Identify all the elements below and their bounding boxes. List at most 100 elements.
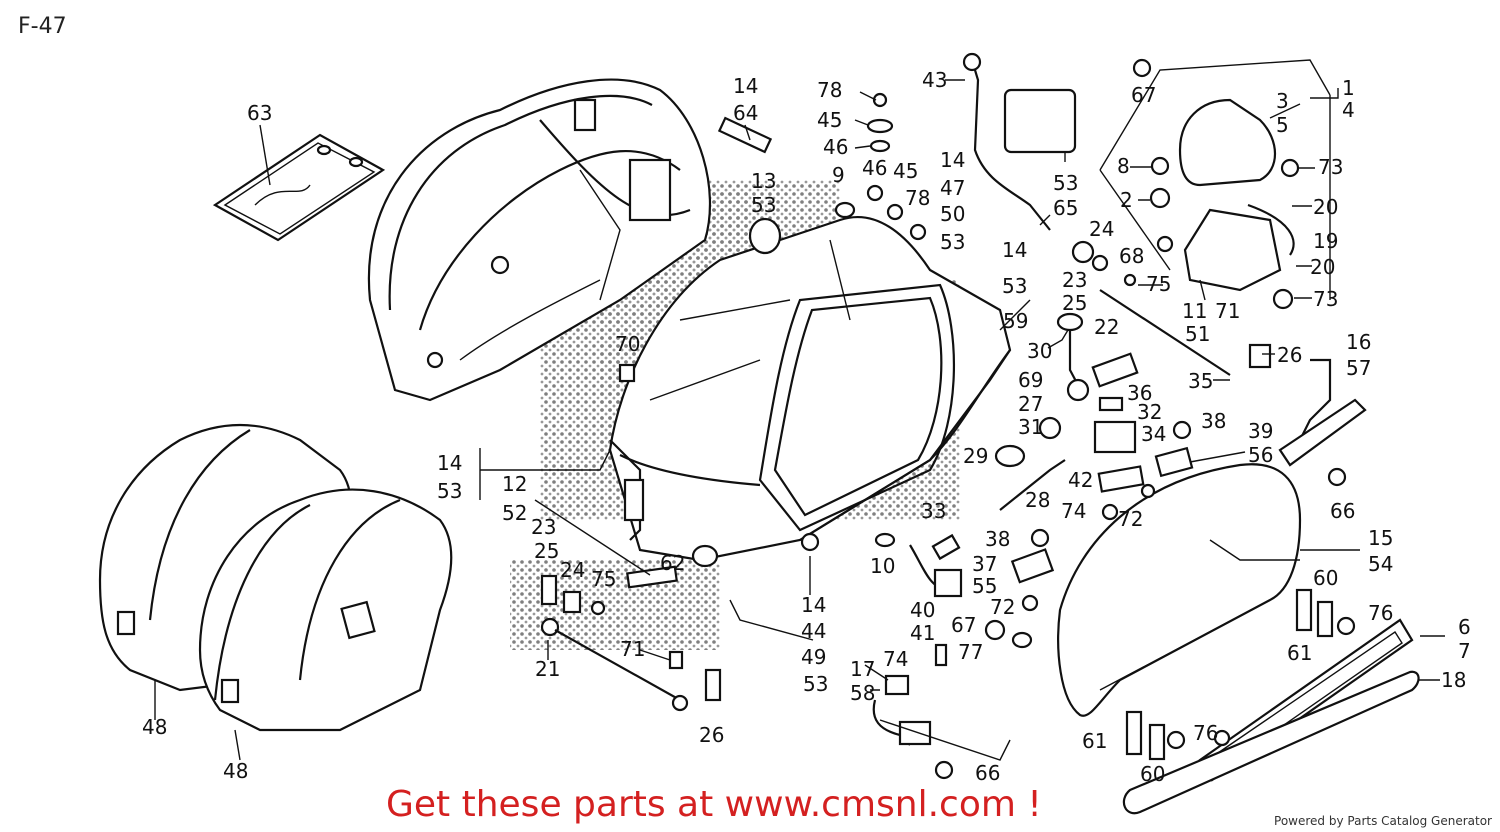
callout-53b: 53: [940, 230, 965, 254]
callout-74b: 74: [883, 647, 908, 671]
callout-26: 26: [1277, 343, 1302, 367]
callout-53c: 53: [1053, 171, 1078, 195]
callout-52: 52: [502, 501, 527, 525]
callout-72: 72: [1118, 507, 1143, 531]
callout-14b: 14: [940, 148, 965, 172]
callout-67: 67: [1131, 83, 1156, 107]
callout-55: 55: [972, 574, 997, 598]
callout-16: 16: [1346, 330, 1371, 354]
callout-33: 33: [921, 499, 946, 523]
callout-22: 22: [1094, 315, 1119, 339]
callout-72b: 72: [990, 595, 1015, 619]
callout-6: 6: [1458, 615, 1471, 639]
callout-76b: 76: [1193, 721, 1218, 745]
callout-25: 25: [1062, 291, 1087, 315]
part-tail-light: [1099, 59, 1331, 300]
callout-64: 64: [733, 101, 758, 125]
callout-11: 11: [1182, 299, 1207, 323]
callout-13: 13: [751, 169, 776, 193]
callout-48b: 48: [223, 759, 248, 783]
callout-47: 47: [940, 176, 965, 200]
callout-46b: 46: [862, 156, 887, 180]
callout-75b: 75: [591, 567, 616, 591]
callout-12: 12: [502, 472, 527, 496]
callout-35: 35: [1188, 369, 1213, 393]
callout-10: 10: [870, 554, 895, 578]
callout-25b: 25: [534, 539, 559, 563]
callout-74: 74: [1061, 499, 1086, 523]
callout-67b: 67: [951, 613, 976, 637]
callout-9: 9: [832, 163, 845, 187]
callout-78b: 78: [905, 186, 930, 210]
leader-lines: [154, 79, 1445, 761]
callout-70: 70: [615, 332, 640, 356]
callout-38: 38: [1201, 409, 1226, 433]
callout-65: 65: [1053, 196, 1078, 220]
callout-14e: 14: [801, 593, 826, 617]
callout-75: 75: [1146, 272, 1171, 296]
callout-61: 61: [1287, 641, 1312, 665]
callout-39: 39: [1248, 419, 1273, 443]
callout-8: 8: [1117, 154, 1130, 178]
callout-17: 17: [850, 657, 875, 681]
callout-48: 48: [142, 715, 167, 739]
callout-1: 1: [1342, 76, 1355, 100]
callout-45: 45: [817, 108, 842, 132]
callout-60: 60: [1313, 566, 1338, 590]
callout-43: 43: [922, 68, 947, 92]
part-pouch: [212, 133, 386, 242]
callout-23b: 23: [531, 515, 556, 539]
callout-24b: 24: [560, 558, 585, 582]
part-trunk-lid: [367, 78, 712, 402]
callout-38b: 38: [985, 527, 1010, 551]
part-saddle-bags: [98, 423, 453, 732]
callout-63: 63: [247, 101, 272, 125]
callout-57: 57: [1346, 356, 1371, 380]
callout-20b: 20: [1310, 255, 1335, 279]
callout-26b: 26: [699, 723, 724, 747]
callout-5: 5: [1276, 113, 1289, 137]
part-trunk-body: [608, 215, 1012, 562]
callout-14d: 14: [437, 451, 462, 475]
callout-59: 59: [1003, 309, 1028, 333]
callout-73: 73: [1318, 155, 1343, 179]
callout-18: 18: [1441, 668, 1466, 692]
callout-46: 46: [823, 135, 848, 159]
part-reflector: [1122, 618, 1420, 815]
callout-30: 30: [1027, 339, 1052, 363]
callout-66b: 66: [975, 761, 1000, 785]
callout-56: 56: [1248, 443, 1273, 467]
callout-71b: 71: [620, 637, 645, 661]
credit-text: Powered by Parts Catalog Generator: [1274, 814, 1492, 828]
callout-20: 20: [1313, 195, 1338, 219]
callout-76: 76: [1368, 601, 1393, 625]
callout-77: 77: [958, 640, 983, 664]
callout-14: 14: [733, 74, 758, 98]
callout-71: 71: [1215, 299, 1240, 323]
callout-23: 23: [1062, 268, 1087, 292]
callout-50: 50: [940, 202, 965, 226]
callout-61b: 61: [1082, 729, 1107, 753]
callout-34: 34: [1141, 422, 1166, 446]
cta-link[interactable]: Get these parts at www.cmsnl.com !: [386, 784, 1042, 825]
callout-15: 15: [1368, 526, 1393, 550]
callout-73b: 73: [1313, 287, 1338, 311]
callout-37: 37: [972, 552, 997, 576]
diagram-code: F-47: [18, 14, 67, 39]
callout-40: 40: [910, 598, 935, 622]
callout-53f: 53: [803, 672, 828, 696]
callout-54: 54: [1368, 552, 1393, 576]
callout-labels: 63 14 64 78 45 46 43 67 1 4 3 5 13 53 9 …: [142, 68, 1471, 786]
part-side-cover: [1057, 463, 1302, 717]
callout-24: 24: [1089, 217, 1114, 241]
callout-49: 49: [801, 645, 826, 669]
callout-19: 19: [1313, 229, 1338, 253]
cta-banner: Get these parts at www.cmsnl.com !: [0, 784, 1500, 825]
callout-32: 32: [1137, 400, 1162, 424]
callout-2: 2: [1120, 188, 1133, 212]
small-hardware: [540, 52, 1367, 780]
callout-44: 44: [801, 619, 826, 643]
callout-69: 69: [1018, 368, 1043, 392]
callout-42: 42: [1068, 468, 1093, 492]
callout-21: 21: [535, 657, 560, 681]
